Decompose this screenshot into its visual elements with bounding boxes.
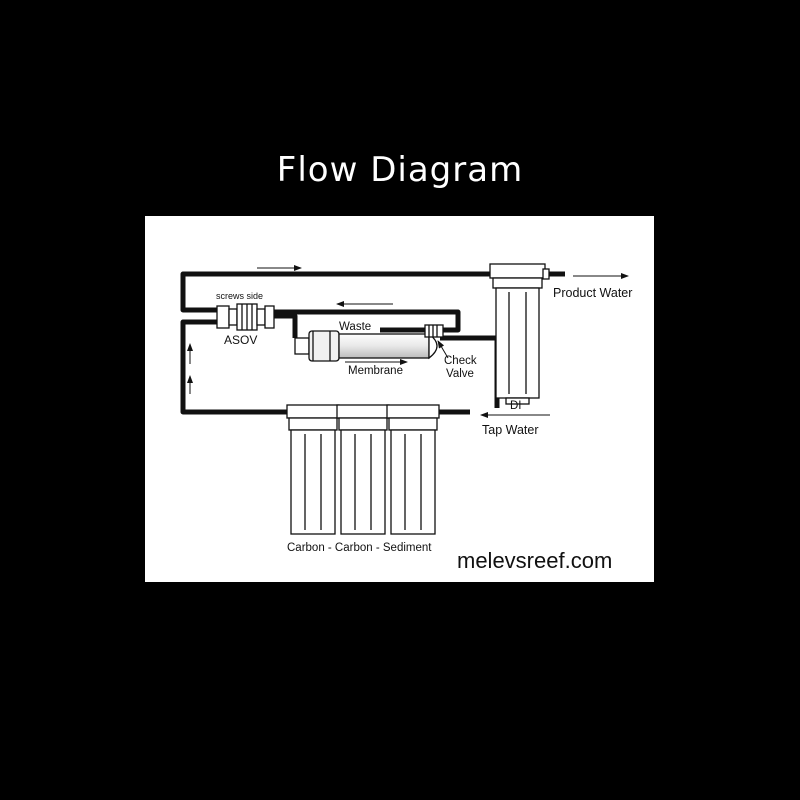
label-product-water: Product Water — [553, 286, 632, 300]
page-title: Flow Diagram — [276, 150, 524, 190]
check-valve — [424, 324, 444, 338]
filter-canister-carbon-2 — [336, 404, 390, 535]
label-check: Check — [444, 355, 477, 367]
feed-line — [180, 319, 287, 415]
label-filters: Carbon - Carbon - Sediment — [287, 542, 432, 554]
asov-valve — [216, 303, 275, 331]
label-membrane: Membrane — [348, 365, 403, 377]
waste-line — [273, 309, 461, 333]
label-screws-side: screws side — [216, 291, 263, 301]
flow-arrows — [187, 265, 629, 418]
arrow-check-valve — [437, 340, 449, 359]
watermark: melevsreef.com — [457, 548, 612, 573]
filter-canister-carbon-1 — [286, 404, 340, 535]
di-canister — [489, 263, 550, 405]
product-water-line — [180, 271, 490, 313]
diagram-labels: Product Water screws side Waste ASOV Mem… — [216, 286, 632, 573]
membrane-housing — [294, 330, 438, 362]
filter-canister-sediment — [386, 404, 440, 535]
label-tap-water: Tap Water — [482, 423, 539, 437]
label-waste: Waste — [339, 321, 371, 333]
diagram-panel: Product Water screws side Waste ASOV Mem… — [145, 216, 654, 582]
label-asov: ASOV — [224, 333, 257, 347]
label-di: DI — [510, 400, 522, 412]
flow-diagram: Product Water screws side Waste ASOV Mem… — [180, 263, 632, 573]
label-valve: Valve — [446, 368, 474, 380]
asov-to-membrane-line — [267, 313, 298, 338]
